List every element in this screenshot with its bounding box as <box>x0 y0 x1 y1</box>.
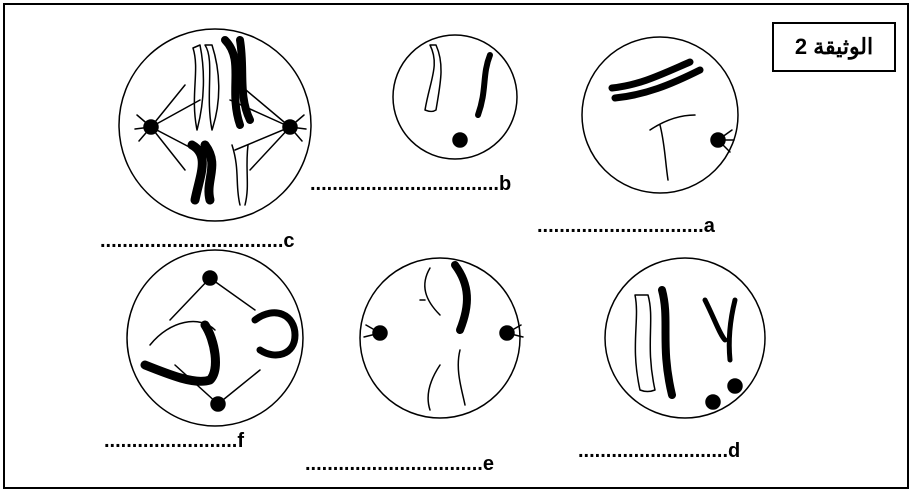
cell-f-illustration <box>127 250 303 426</box>
chromosome <box>455 265 467 330</box>
aster <box>364 325 523 337</box>
document-title: الوثيقة 2 <box>772 22 896 72</box>
spindle-fibers <box>151 85 290 170</box>
cell-membrane <box>605 258 765 418</box>
cell-c-illustration <box>119 29 311 221</box>
answer-line-c[interactable]: .................................c <box>100 230 295 252</box>
chromosome <box>650 115 695 180</box>
chromosome <box>255 313 295 355</box>
chromosome <box>635 295 655 392</box>
answer-line-b[interactable]: ..................................b <box>310 173 511 195</box>
chromosome <box>420 268 440 315</box>
cell-e-illustration <box>360 258 523 418</box>
cell-membrane <box>582 37 738 193</box>
chromosome <box>705 300 735 360</box>
chromosome <box>192 145 212 200</box>
answer-line-f[interactable]: ........................f <box>104 430 244 452</box>
answer-line-a[interactable]: ..............................a <box>537 215 715 237</box>
chromosome <box>145 325 215 381</box>
chromosome <box>205 45 219 130</box>
chromosome <box>612 62 700 98</box>
cell-a-illustration <box>582 37 738 193</box>
chromosome <box>428 350 465 410</box>
chromosome <box>662 290 672 395</box>
nucleolus <box>728 379 742 393</box>
chromosome <box>232 145 248 205</box>
chromosome <box>478 55 490 115</box>
cell-b-illustration <box>393 35 517 159</box>
chromosome <box>425 45 441 112</box>
chromosome <box>193 45 203 130</box>
answer-line-e[interactable]: ................................e <box>305 453 494 475</box>
answer-line-d[interactable]: ...........................d <box>578 440 740 462</box>
nucleolus <box>453 133 467 147</box>
chromosome <box>240 40 250 120</box>
cell-d-illustration <box>605 258 765 418</box>
nucleolus <box>706 395 720 409</box>
